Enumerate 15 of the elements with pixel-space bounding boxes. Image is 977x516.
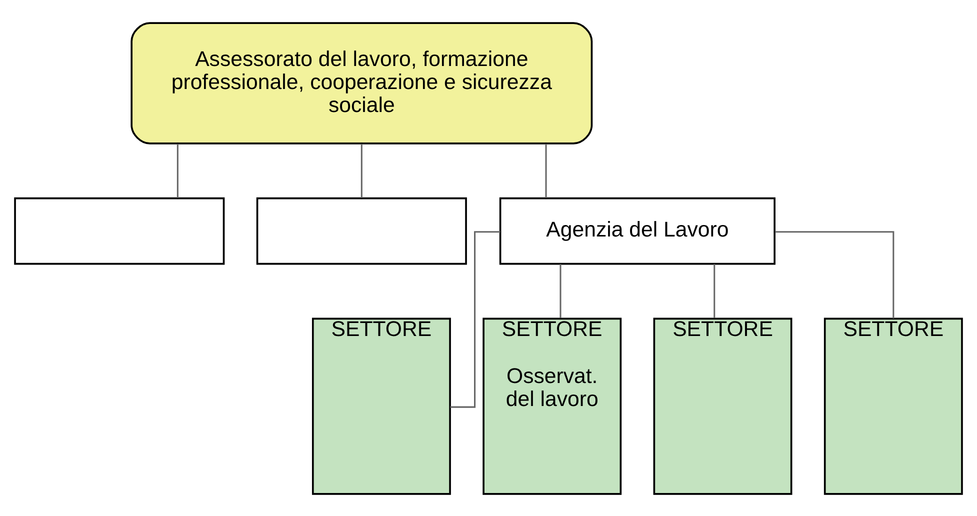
- connector: [714, 264, 716, 318]
- connector: [360, 143, 362, 198]
- node-box: Agenzia del Lavoro: [499, 196, 776, 264]
- node-box: [256, 196, 467, 264]
- node-box: SETTORE Osservat. del lavoro: [482, 317, 622, 494]
- node-box: Assessorato del lavoro, formazione professionale, cooperazione e sicurezza sociale: [130, 22, 593, 144]
- connector: [176, 143, 178, 198]
- connector: [545, 143, 547, 198]
- node-box: SETTORE: [824, 317, 963, 494]
- node-box: [14, 196, 225, 264]
- connector: [450, 230, 500, 408]
- connector: [560, 264, 562, 318]
- node-box: SETTORE: [312, 317, 451, 494]
- connector: [775, 230, 894, 318]
- node-box: SETTORE: [653, 317, 792, 494]
